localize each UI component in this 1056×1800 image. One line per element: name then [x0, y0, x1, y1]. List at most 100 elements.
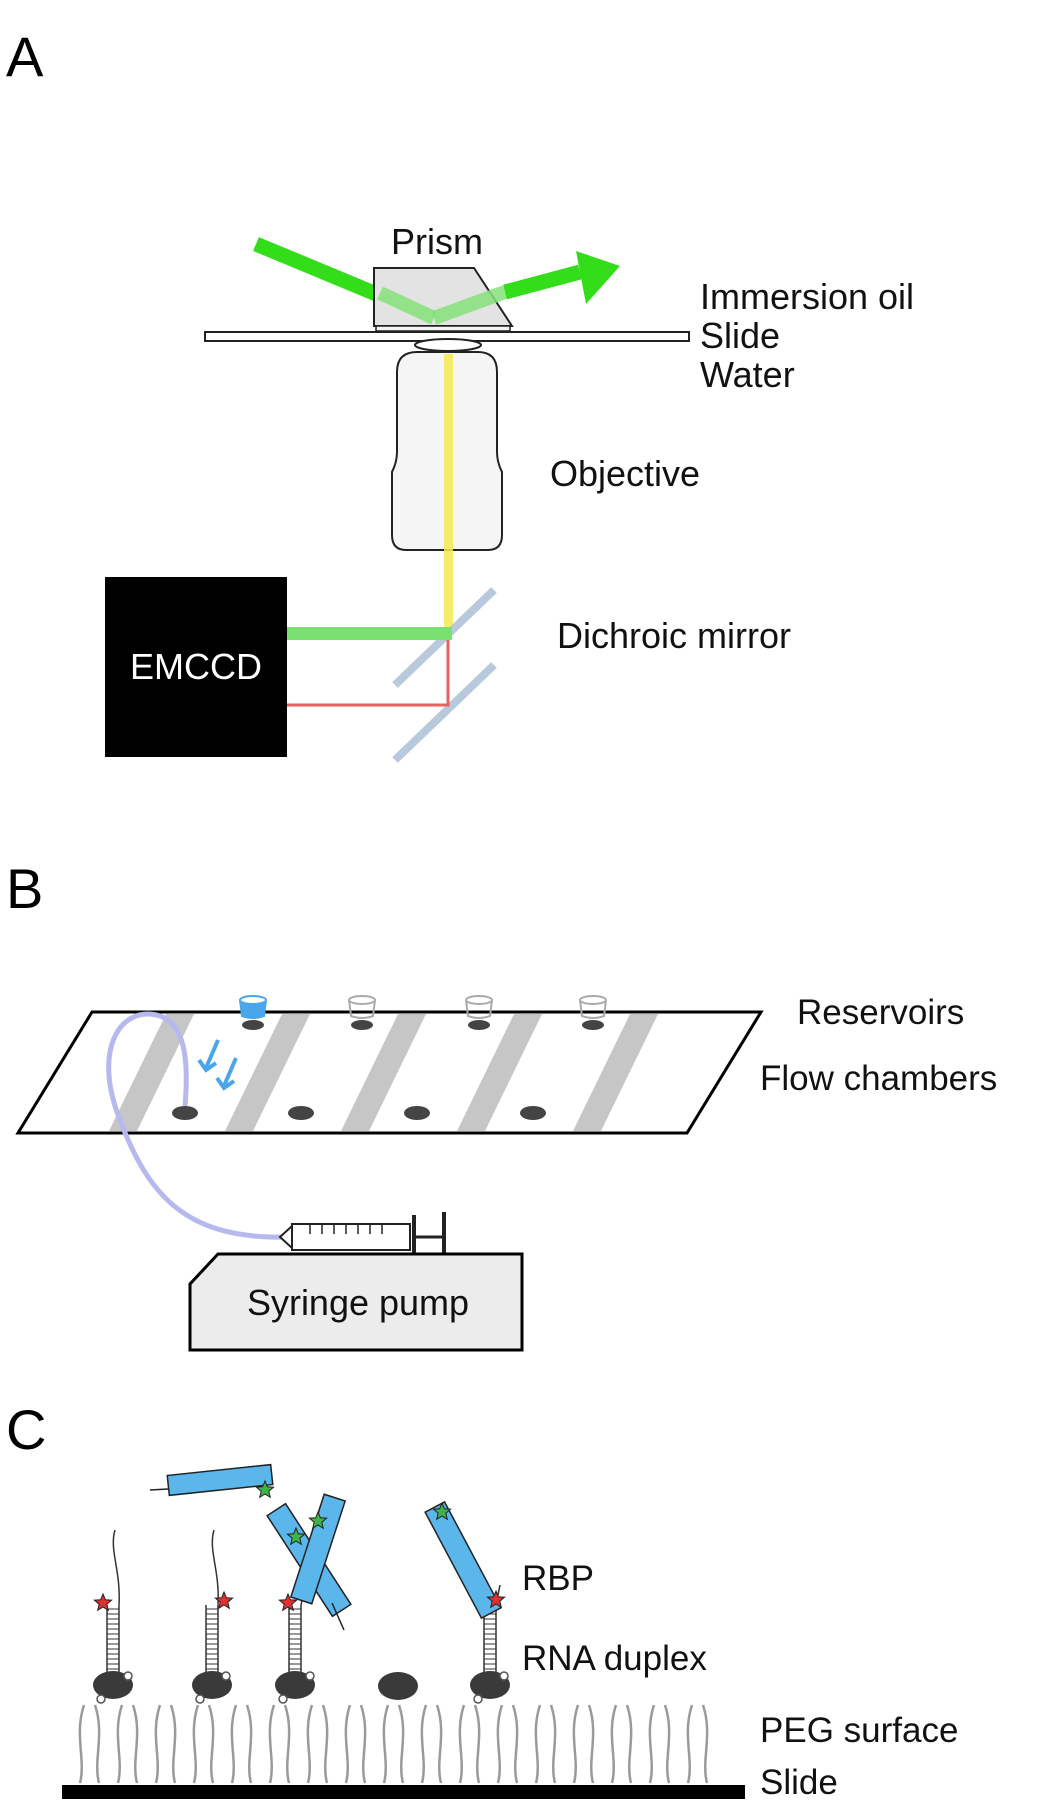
dichroic-mirror-2 — [392, 662, 497, 763]
fluorophore-star — [432, 1501, 452, 1521]
peg-strand — [458, 1704, 466, 1784]
panel-c-letter: C — [6, 1398, 46, 1461]
rbp-bound-b — [289, 1493, 347, 1605]
rna-duplex — [288, 1584, 306, 1672]
anchor-1 — [93, 1671, 133, 1704]
peg-strand — [701, 1704, 709, 1784]
laser-outgoing-beam — [503, 264, 582, 300]
prism-label: Prism — [391, 221, 483, 262]
dichroic-mirror-label: Dichroic mirror — [557, 615, 791, 656]
flow-arrows — [197, 1039, 238, 1091]
emccd-camera — [105, 577, 287, 757]
outlet-hole-1 — [172, 1106, 198, 1120]
panel-b: B — [6, 857, 997, 1352]
anchor-5 — [470, 1671, 510, 1704]
fluorophore-star — [214, 1590, 234, 1610]
peg-strand — [268, 1704, 276, 1784]
inlet-hole-2 — [351, 1020, 373, 1030]
rbp-free — [149, 1463, 274, 1497]
emission-beam-red — [286, 640, 450, 707]
objective-label: Objective — [550, 453, 700, 494]
peg-strand — [344, 1704, 352, 1784]
peg-strand — [397, 1704, 405, 1784]
peg-strand — [610, 1704, 618, 1784]
flow-chamber-4 — [457, 1014, 542, 1131]
flow-chambers-label: Flow chambers — [760, 1059, 997, 1098]
inlet-hole-1 — [242, 1020, 264, 1030]
fluorophore-star — [255, 1479, 275, 1499]
syringe-pump-label: Syringe pump — [247, 1282, 469, 1323]
peg-strand — [496, 1704, 504, 1784]
peg-strand — [587, 1704, 595, 1784]
reservoir-empty-2 — [465, 995, 493, 1019]
outlet-hole-4 — [520, 1106, 546, 1120]
panel-b-letter: B — [6, 857, 43, 920]
laser-arrowhead — [576, 251, 620, 304]
peg-strand — [131, 1704, 139, 1784]
anchor-3 — [275, 1671, 315, 1704]
rbp-label: RBP — [522, 1559, 594, 1598]
peg-strand — [321, 1704, 329, 1784]
anchor-2 — [192, 1671, 232, 1704]
peg-strand — [648, 1704, 656, 1784]
peg-strand — [169, 1704, 177, 1784]
immersion-oil-layer — [375, 325, 511, 332]
peg-strand — [359, 1704, 367, 1784]
peg-strand — [572, 1704, 580, 1784]
fluorophore-star — [486, 1589, 506, 1609]
surface-anchors — [93, 1671, 510, 1704]
syringe-tip — [278, 1223, 293, 1251]
peg-strand — [686, 1704, 694, 1784]
flow-chamber-5 — [573, 1014, 658, 1131]
inlet-hole-4 — [582, 1020, 604, 1030]
peg-strand — [663, 1704, 671, 1784]
tubing — [106, 1011, 291, 1240]
peg-surface — [78, 1704, 709, 1784]
peg-strand — [382, 1704, 390, 1784]
syringe — [278, 1212, 446, 1256]
emccd-label: EMCCD — [130, 646, 262, 687]
peg-strand — [154, 1704, 162, 1784]
syringe-pump — [188, 1252, 524, 1352]
peg-strand — [192, 1704, 200, 1784]
peg-strand — [511, 1704, 519, 1784]
panel-a: A EMCCD Prism Immersion oil Slid — [6, 25, 914, 763]
slide-label-c: Slide — [760, 1763, 838, 1800]
peg-strand — [435, 1704, 443, 1784]
laser-in-prism — [377, 286, 437, 325]
rna-duplex-label: RNA duplex — [522, 1639, 707, 1678]
emission-beam-green — [286, 627, 452, 640]
slide-bar — [62, 1785, 745, 1799]
outlet-hole-2 — [288, 1106, 314, 1120]
peg-strand — [420, 1704, 428, 1784]
peg-strand — [78, 1704, 86, 1784]
flow-chamber-2 — [225, 1014, 310, 1131]
fluorophore-star — [278, 1592, 298, 1612]
reservoirs-label: Reservoirs — [797, 993, 964, 1032]
peg-strand — [283, 1704, 291, 1784]
panel-a-letter: A — [6, 25, 44, 88]
peg-strand — [534, 1704, 542, 1784]
fluorophores — [93, 1479, 506, 1612]
water-label: Water — [700, 354, 795, 395]
rna-duplex — [106, 1529, 120, 1672]
peg-strand — [245, 1704, 253, 1784]
emission-beam-yellow — [444, 354, 453, 634]
peg-strand — [306, 1704, 314, 1784]
rna-duplexes — [106, 1529, 501, 1672]
laser-in-prism-out — [431, 285, 508, 325]
slide-label-a: Slide — [700, 315, 780, 356]
anchor-4 — [378, 1672, 418, 1700]
fluorophore-star — [308, 1510, 328, 1530]
peg-strand — [625, 1704, 633, 1784]
outlet-hole-3 — [404, 1106, 430, 1120]
flow-chamber-1 — [109, 1014, 194, 1131]
flow-chambers — [109, 1014, 658, 1131]
peg-surface-label: PEG surface — [760, 1711, 958, 1750]
rna-duplex — [205, 1529, 219, 1672]
reservoir-filled — [239, 995, 267, 1019]
immersion-oil-label: Immersion oil — [700, 276, 914, 317]
fluorophore-star — [286, 1526, 306, 1546]
peg-strand — [230, 1704, 238, 1784]
